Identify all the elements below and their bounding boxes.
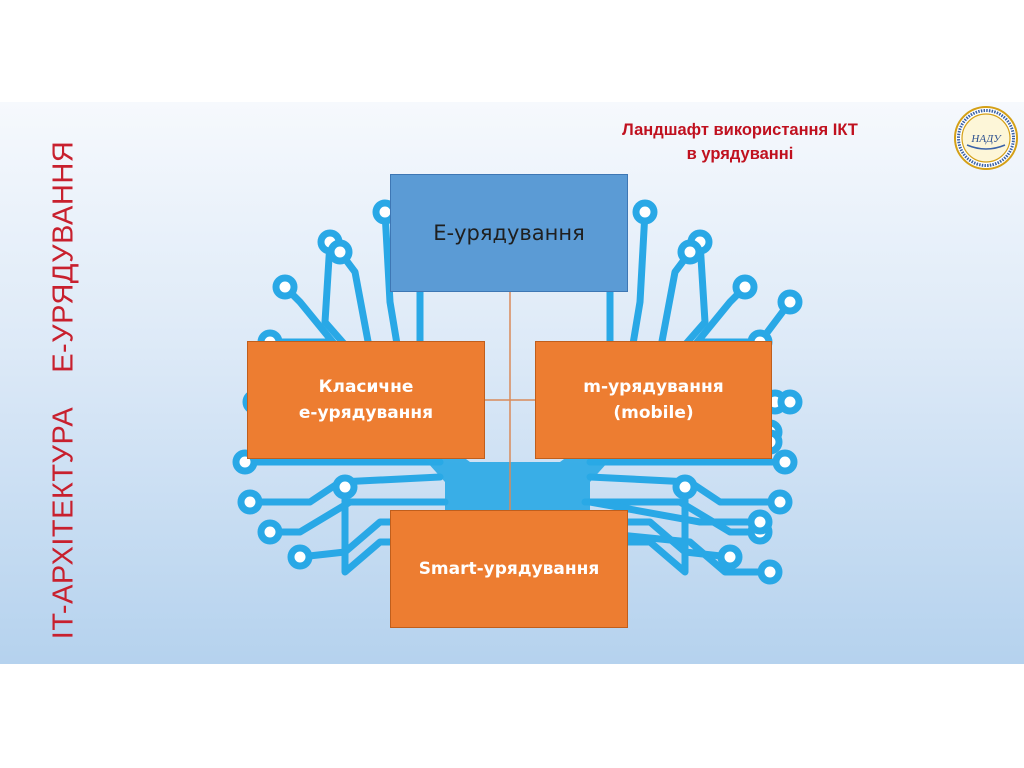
- heading-line1: Ландшафт використання ІКТ: [622, 121, 858, 139]
- box-smart-label: Smart-урядування: [418, 559, 600, 579]
- section-title-part1: IT-АРХІТЕКТУРА: [47, 406, 80, 640]
- circuit-node: [332, 474, 358, 500]
- circuit-branch: [586, 473, 784, 506]
- circuit-node: [327, 239, 353, 265]
- box-e-governance-label: Е-урядування: [433, 221, 585, 245]
- circuit-branch: [246, 473, 444, 506]
- circuit-node: [747, 509, 773, 535]
- box-m-gov-line2: (mobile): [613, 403, 694, 423]
- circuit-node: [777, 389, 803, 415]
- box-e-governance: Е-урядування: [390, 174, 628, 292]
- circuit-branch: [581, 498, 764, 536]
- circuit-node: [717, 544, 743, 570]
- vertical-section-title: IT-АРХІТЕКТУРА Е-УРЯДУВАННЯ: [48, 141, 81, 639]
- circuit-node: [757, 559, 783, 585]
- circuit-node: [772, 449, 798, 475]
- circuit-node: [632, 199, 658, 225]
- circuit-node: [767, 489, 793, 515]
- circuit-node: [732, 274, 758, 300]
- circuit-branch: [266, 498, 449, 536]
- circuit-node: [287, 544, 313, 570]
- circuit-node: [237, 489, 263, 515]
- box-classic-line2: е-урядування: [298, 403, 434, 423]
- slide-heading: Ландшафт використання ІКТ в урядуванні: [590, 118, 890, 166]
- circuit-branch: [586, 498, 764, 526]
- institution-logo: НАДУ: [954, 106, 1018, 170]
- box-smart-governance: Smart-урядування: [390, 510, 628, 628]
- box-classic-e-governance: Класичне е-урядування: [247, 341, 485, 459]
- heading-line2: в урядуванні: [686, 145, 794, 163]
- circuit-node: [672, 474, 698, 500]
- box-classic-line1: Класичне: [318, 377, 414, 397]
- circuit-node: [777, 289, 803, 315]
- circuit-node: [272, 274, 298, 300]
- logo-text: НАДУ: [970, 133, 1002, 145]
- circuit-node: [257, 519, 283, 545]
- box-m-governance: m-урядування (mobile): [535, 341, 772, 459]
- box-m-gov-line1: m-урядування: [583, 377, 724, 397]
- circuit-branch: [586, 528, 774, 576]
- circuit-node: [677, 239, 703, 265]
- section-title-part2: Е-УРЯДУВАННЯ: [47, 140, 80, 373]
